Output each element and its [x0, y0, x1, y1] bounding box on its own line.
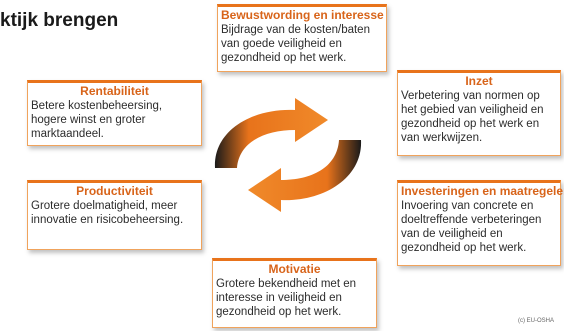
cycle-arrow-top: [214, 98, 328, 168]
card-inzet: Inzet Verbetering van normen op het gebi…: [397, 70, 561, 156]
card-body: Verbetering van normen op het gebied van…: [401, 90, 544, 144]
card-title: Inzet: [465, 74, 493, 88]
cycle-arrows-graphic: [214, 98, 362, 212]
card-body: Grotere doelmatigheid, meer innovatie en…: [31, 200, 184, 226]
card-title: Productiviteit: [76, 184, 153, 198]
card-title: Investeringen en maatregelen: [401, 184, 564, 198]
card-title: Bewustwording en interesse: [221, 8, 384, 22]
card-investeringen-en-maatregelen: Investeringen en maatregelen Invoering v…: [397, 180, 564, 266]
card-body: Grotere bekendheid met en interesse in v…: [216, 278, 357, 318]
card-body: Bijdrage van de kosten/baten van goede v…: [221, 24, 370, 64]
copyright-notice: (c) EU-OSHA: [518, 318, 554, 324]
card-rentabiliteit: Rentabiliteit Betere kostenbeheersing, h…: [27, 80, 202, 146]
card-title: Motivatie: [268, 262, 321, 276]
page-title: ktijk brengen: [0, 10, 119, 31]
card-productiviteit: Productiviteit Grotere doelmatigheid, me…: [27, 180, 202, 250]
cycle-arrow-bottom: [248, 140, 362, 212]
card-bewustwording-en-interesse: Bewustwording en interesse Bijdrage van …: [217, 4, 387, 72]
card-body: Invoering van concrete en doeltreffende …: [401, 200, 542, 254]
card-body: Betere kostenbeheersing, hogere winst en…: [31, 100, 163, 140]
card-motivatie: Motivatie Grotere bekendheid met en inte…: [212, 258, 377, 328]
card-title: Rentabiliteit: [80, 84, 149, 98]
